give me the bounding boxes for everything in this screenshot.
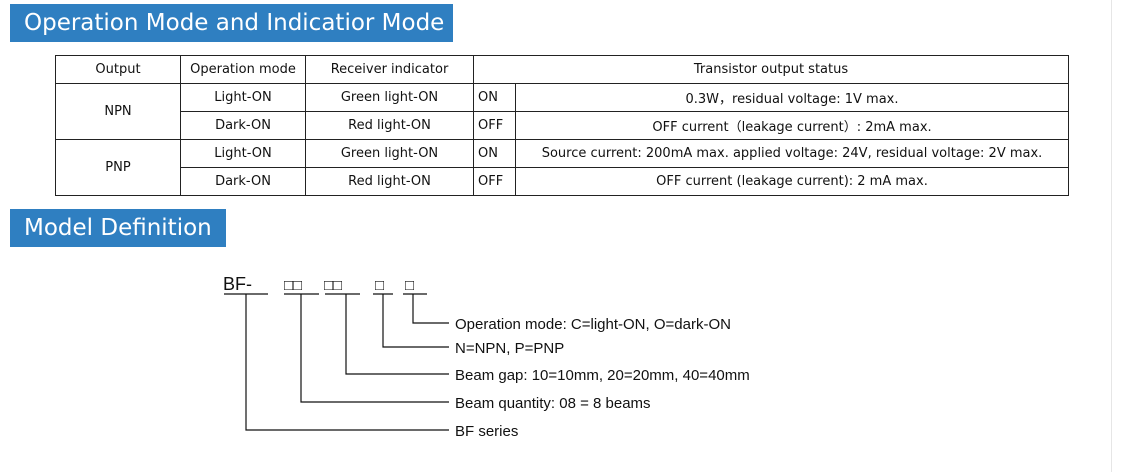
definition-beam-gap: Beam gap: 10=10mm, 20=20mm, 40=40mm: [455, 367, 750, 384]
model-definition-section-title: Model Definition: [10, 209, 226, 247]
header-transistor-output-status: Transistor output status: [472, 55, 1070, 84]
operation-mode-cell: Dark-ON: [180, 167, 306, 196]
definition-operation-mode: Operation mode: C=light-ON, O=dark-ON: [455, 316, 731, 333]
receiver-indicator-cell: Green light-ON: [305, 83, 474, 112]
output-status-cell: 0.3W，residual voltage: 1V max.: [514, 83, 1070, 112]
table-header-row: Output Operation mode Receiver indicator…: [55, 55, 1070, 84]
definition-bf-series: BF series: [455, 423, 518, 440]
leader-output-type: [382, 294, 449, 348]
header-operation-mode: Operation mode: [180, 55, 306, 84]
definition-output-type: N=NPN, P=PNP: [455, 340, 564, 357]
output-status-cell: OFF current (leakage current): 2 mA max.: [514, 167, 1070, 196]
placeholder-beam-gap: □□: [324, 277, 342, 294]
leader-operation-mode: [412, 294, 449, 324]
header-receiver-indicator: Receiver indicator: [305, 55, 474, 84]
table-row: PNP Light-ON Green light-ON ON Source cu…: [55, 139, 1070, 196]
model-prefix: BF-: [223, 274, 252, 294]
operation-mode-table: Output Operation mode Receiver indicator…: [55, 55, 1070, 196]
placeholder-output-type: □: [375, 277, 384, 294]
receiver-indicator-cell: Red light-ON: [305, 167, 474, 196]
output-type-npn: NPN: [55, 83, 181, 140]
output-status-cell: Source current: 200mA max. applied volta…: [514, 139, 1070, 168]
table-row: NPN Light-ON Green light-ON ON 0.3W，resi…: [55, 83, 1070, 140]
header-output: Output: [55, 55, 181, 84]
operation-mode-cell: Light-ON: [180, 83, 306, 112]
table-row: Dark-ON Red light-ON OFF OFF current（lea…: [56, 111, 1070, 140]
operation-mode-cell: Light-ON: [180, 139, 306, 168]
placeholder-operation-mode: □: [405, 277, 414, 294]
operation-mode-section-title: Operation Mode and Indicatior Mode: [10, 4, 453, 42]
receiver-indicator-cell: Red light-ON: [305, 111, 474, 140]
leader-beam-gap: [345, 294, 449, 375]
output-state-cell: OFF: [473, 111, 516, 140]
output-state-cell: ON: [473, 83, 516, 112]
placeholder-beam-quantity: □□: [284, 277, 302, 294]
output-status-cell: OFF current（leakage current）: 2mA max.: [514, 111, 1070, 140]
table-row: Dark-ON Red light-ON OFF OFF current (le…: [56, 167, 1070, 196]
receiver-indicator-cell: Green light-ON: [305, 139, 474, 168]
definition-beam-quantity: Beam quantity: 08 = 8 beams: [455, 395, 651, 412]
leader-bf-series: [245, 294, 449, 431]
leader-beam-quantity: [300, 294, 449, 403]
right-edge-rule: [1111, 0, 1112, 472]
output-type-pnp: PNP: [55, 139, 181, 196]
